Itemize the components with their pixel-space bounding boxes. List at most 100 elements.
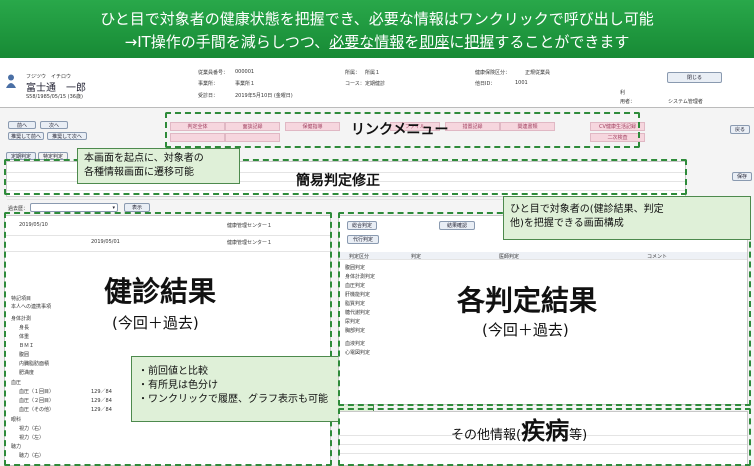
field-label: 受診日： [198,93,219,99]
exam-row-label: 肥満度 [19,370,35,376]
banner-text: することができます [494,33,630,51]
back-button[interactable]: 戻る [730,125,750,134]
exam-row-label: 眼科 [11,417,22,423]
note-text: 各種情報画面に遷移可能 [84,167,194,178]
link-menu-item[interactable]: 面談記録 [225,122,280,131]
other-row [339,437,747,445]
center-name-past: 健康管理センター１ [227,240,273,246]
patient-header: フジツウ イチロウ 富士通 一郎 S58/1985/05/15 (36歳) 従業… [0,58,754,108]
judge-row-label: 腹囲判定 [345,265,366,271]
judge-row [7,192,685,200]
exam-row-label: 血圧（その他） [19,407,55,413]
link-menu-item-blank[interactable] [170,133,225,142]
judge-row [7,165,685,173]
recommend-next-button[interactable]: 推奨して次へ [47,132,87,140]
link-menu-item[interactable]: ファイル [390,122,440,131]
judge-row-label: 身体計測判定 [345,274,376,280]
link-menu-item[interactable]: 二次検査 [590,133,645,142]
other-info-label: その他情報(疾病等) [451,411,587,446]
exam-row-label: 聴力 [11,444,22,450]
judge-row [7,183,685,191]
field-value: 所属１ [365,70,381,76]
field-value: 事業所１ [235,81,256,87]
judge-row-label: 血液判定 [345,341,366,347]
person-icon [6,74,16,88]
field-label: コース： [345,81,365,87]
field-label: 他日ID： [475,81,496,87]
recommend-prev-button[interactable]: 推奨して前へ [8,132,44,140]
exam-row-label: 血圧（１回目） [19,389,55,395]
exam-results-title: 健診結果 [104,275,217,308]
field-value: 000001 [235,69,255,75]
judge-row [7,174,685,182]
save-button[interactable]: 保存 [732,172,752,181]
exam-row-label: 特記項目 [11,296,32,302]
note-text: 本画面を起点に、対象者の [84,153,204,164]
headline-banner: ひと目で対象者の健康状態を把握でき、必要な情報はワンクリックで呼び出し可能 →I… [0,0,754,58]
date-of-birth: S58/1985/05/15 (36歳) [26,94,83,100]
prev-button[interactable]: 前へ [8,121,36,129]
judge-results-sub: (今回＋過去) [482,321,569,339]
show-button[interactable]: 表示 [124,203,150,212]
note-layout: ひと目で対象者の(健診結果、判定 他)を把握できる画面構成 [503,196,751,240]
exam-results-highlight [4,212,332,466]
judge-header: 判定区分 [349,254,370,260]
other-info-panel [338,411,748,466]
banner-underline: 把握 [464,33,495,51]
other-info-highlight [338,408,751,466]
bp-value: 129／84 [91,389,112,395]
link-menu-highlight [165,112,640,148]
judge-row-label: 尿判定 [345,319,361,325]
tab-overall-judge[interactable]: 総合判定 [347,221,377,230]
field-label: 所属： [345,70,361,76]
link-menu-item[interactable]: CV健康生活記録 [590,122,645,131]
banner-underline: 即座 [419,33,450,51]
banner-underline: 必要な情報 [329,33,405,51]
note-text: 他)を把握できる画面構成 [510,218,624,229]
exam-row-label: 腹囲 [19,352,30,358]
field-value: 1001 [515,80,528,86]
link-menu-item[interactable]: 保健指導 [285,122,340,131]
note-bullet: ・有所見は色分け [138,380,218,391]
note-bullet: ・前回値と比較 [138,366,208,377]
bp-value: 129／84 [91,407,112,413]
link-menu-item-blank[interactable] [225,133,280,142]
note-link-menu: 本画面を起点に、対象者の 各種情報画面に遷移可能 [77,148,240,184]
tab-proxy-judge[interactable]: 代行判定 [347,235,379,244]
link-menu-item[interactable]: 判定全体 [170,122,225,131]
next-button[interactable]: 次へ [40,121,68,129]
link-menu-item[interactable]: 関連書類 [500,122,555,131]
field-label: 健康保険区分： [475,70,511,76]
judge-header: コメント [647,254,668,260]
field-label: 従業員番号： [198,70,229,76]
history-select[interactable]: ▾ [30,203,118,212]
field-value: 正規従業員 [525,70,551,76]
app-screenshot: フジツウ イチロウ 富士通 一郎 S58/1985/05/15 (36歳) 従業… [0,58,754,466]
field-value: システム管理者 [668,99,703,105]
current-date: 2019/05/10 [19,222,48,228]
note-text: ひと目で対象者の(健診結果、判定 [510,204,664,215]
exam-row-label: 血圧（２回目） [19,398,55,404]
exam-row-label: 内臓脂肪面積 [19,361,50,367]
exam-row-label: ＢＭＩ [19,343,35,349]
exam-results-sub: (今回＋過去) [112,314,199,332]
exam-row [5,244,330,252]
judge-row-label: 胸部判定 [345,328,366,334]
banner-line-2: →IT操作の手間を減らしつつ、必要な情報を即座に把握することができます [0,31,754,52]
tab-result-confirm[interactable]: 結果確認 [439,221,475,230]
exam-row-label: 聴力（右） [19,453,45,459]
exam-row-label: 身長 [19,325,30,331]
judge-results-panel: 総合判定 結果確認 代行判定 判定区分 判定 医師判定 コメント 腹囲判定 身体… [338,215,748,405]
field-label: 利 [620,90,626,96]
judge-row-label: 脂質判定 [345,301,366,307]
simple-judge-label: 簡易判定修正 [296,173,380,189]
field-value: 定期健診 [365,81,386,87]
field-value: 2019年5月10日 (金曜日) [235,93,293,99]
banner-text: →IT操作の手間を減らしつつ、 [124,33,330,51]
judge-row-label: 糖代謝判定 [345,310,371,316]
other-row [339,446,747,454]
close-button[interactable]: 閉じる [667,72,722,83]
link-menu-item[interactable]: 措置記録 [445,122,500,131]
other-info-text: その他情報( [451,428,522,443]
other-info-text: 等) [569,428,588,443]
